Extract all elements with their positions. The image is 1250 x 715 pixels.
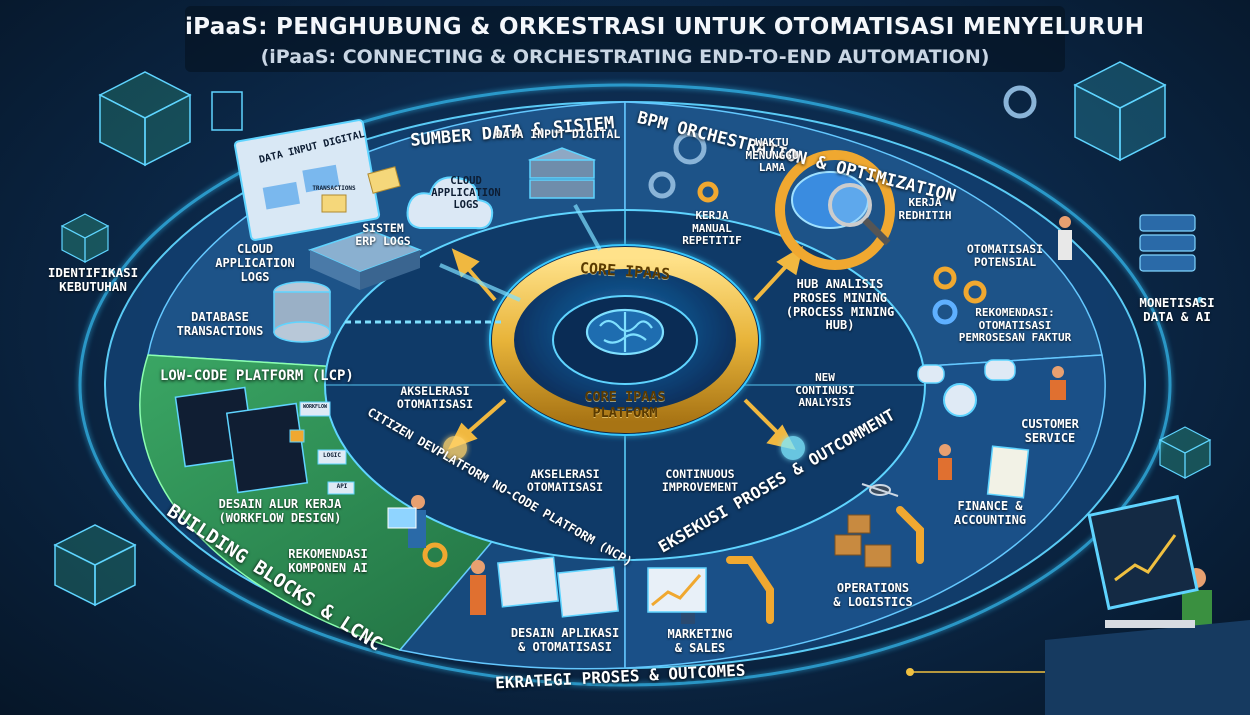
core-brain-icon	[585, 308, 665, 356]
page-subtitle: (iPaaS: CONNECTING & ORCHESTRATING END-T…	[260, 46, 990, 68]
app-design-screen-icon	[497, 556, 619, 618]
cloud-icon	[406, 176, 494, 230]
db-transactions-label: DATABASE TRANSACTIONS	[176, 310, 264, 338]
desain-alur-label: DESAIN ALUR KERJA (WORKFLOW DESIGN)	[218, 497, 342, 525]
outer-glow-ring	[78, 83, 1172, 687]
kerja-redh-label: KERJA REDHITIH	[898, 196, 952, 222]
continuous-improvement-label: CONTINUOUS IMPROVEMENT	[661, 467, 739, 495]
desain-aplikasi-label: DESAIN APLIKASI & OTOMATISASI	[510, 626, 620, 654]
right-small-cube-icon	[1158, 426, 1212, 479]
page-title: iPaaS: PENGHUBUNG & ORKESTRASI UNTUK OTO…	[185, 14, 1145, 40]
monitor-tiny-text: TRANSACTIONS	[312, 185, 356, 192]
code-screen-icon	[174, 386, 309, 494]
marketing-chart-icon	[647, 567, 707, 613]
operations-label: OPERATIONS & LOGISTICS	[833, 581, 913, 609]
side-label-right: MONETISASI DATA & AI	[1139, 295, 1215, 325]
erp-box-icon	[307, 229, 423, 290]
kerja-manual-label: KERJA MANUAL REPETITIF	[682, 209, 742, 248]
customer-service-label: CUSTOMER SERVICE	[1021, 417, 1079, 445]
core-gold-ring	[492, 247, 758, 433]
desk-monitor-icon	[1045, 494, 1250, 715]
flow-node-label-3: API	[336, 483, 348, 490]
gear-icon	[422, 85, 1037, 568]
new-analysis-label: NEW CONTINUSI ANALYSIS	[795, 371, 855, 410]
cloud-logs-label: CLOUD APPLICATION LOGS	[431, 175, 501, 212]
person-icon	[408, 216, 1212, 630]
chat-bubble-icon	[917, 359, 1016, 384]
bpm-brain-icon	[775, 150, 895, 270]
process-mining-hub-label: HUB ANALISIS PROSES MINING (PROCESS MINI…	[785, 277, 895, 333]
marketing-label: MARKETING & SALES	[667, 627, 733, 655]
rekomendasi-ai-label: REKOMENDASI KOMPONEN AI	[288, 547, 368, 575]
right-cube-icon	[1073, 61, 1167, 162]
left-cube-icon	[98, 71, 192, 167]
headset-agent-icon	[943, 383, 977, 417]
right-server-icon	[1139, 214, 1196, 272]
robot-arm-icon	[726, 506, 924, 624]
workflow-node-icon	[289, 401, 355, 495]
waktu-label: WAKTU MENUNGGU LAMA	[745, 136, 799, 175]
database-icon	[273, 281, 331, 343]
drone-icon	[861, 483, 899, 497]
flow-node-label-2: LOGIC	[322, 452, 342, 459]
title-banner: iPaaS: PENGHUBUNG & ORKESTRASI UNTUK OTO…	[185, 6, 1145, 72]
erp-logs-label: SISTEM ERP LOGS	[355, 221, 411, 249]
left-small-cube-icon	[60, 213, 110, 263]
server-stack-icon	[527, 147, 597, 199]
akselerasi-label-1: AKSELERASI OTOMATISASI	[396, 384, 474, 412]
bar-chart-icon	[211, 91, 243, 131]
rekomendasi-label: REKOMENDASI: OTOMATISASI PEMROSESAN FAKT…	[958, 306, 1072, 345]
flow-node-label-1: WORKFLOW	[302, 404, 328, 410]
side-label-left: IDENTIFIKASI KEBUTUHAN	[47, 265, 139, 295]
boxes-icon	[834, 514, 892, 568]
lcp-section-title: LOW-CODE PLATFORM (LCP)	[160, 368, 354, 384]
akselerasi-label-2: AKSELERASI OTOMATISASI	[526, 467, 604, 495]
invoice-icon	[986, 445, 1030, 499]
envelope-icon	[321, 166, 401, 213]
finance-label: FINANCE & ACCOUNTING	[953, 499, 1027, 527]
cloud-logs-label-2: CLOUD APPLICATION LOGS	[215, 242, 295, 284]
otomatisasi-potensial-label: OTOMATISASI POTENSIAL	[966, 242, 1044, 270]
core-bottom-label: CORE IPAAS PLATFORM	[584, 389, 666, 421]
left-bottom-cube-icon	[53, 524, 137, 607]
data-input-label: DATA INPUT DIGITAL	[495, 127, 621, 141]
tablet-icon	[387, 507, 417, 529]
